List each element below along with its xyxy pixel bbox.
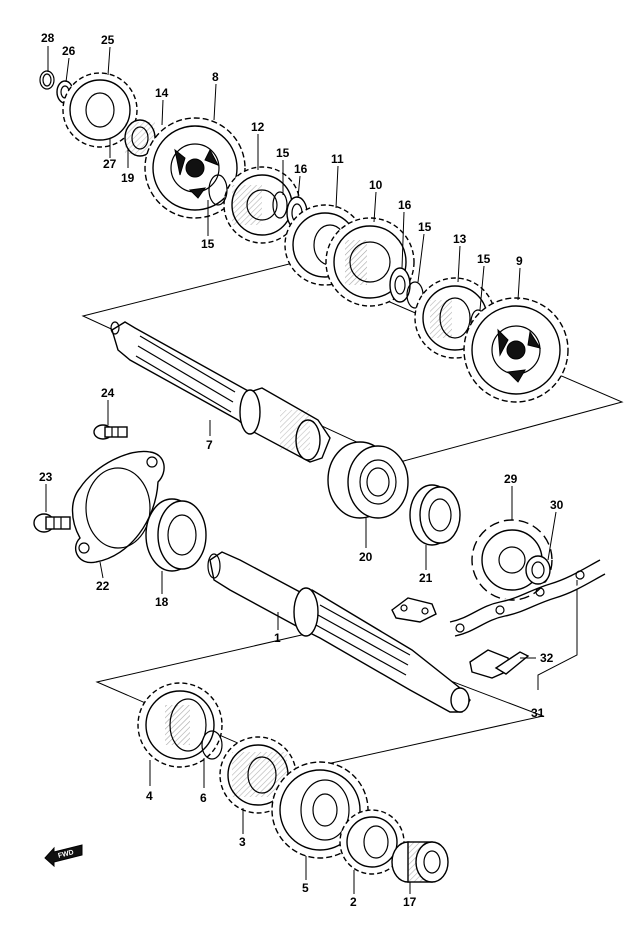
countershaft-part-7 [110,321,331,463]
label-part-12: 12 [251,120,265,134]
label-part-25: 25 [101,33,115,47]
label-part-13: 13 [453,232,467,246]
part-number-labels: 28 26 25 14 8 12 15 16 11 10 16 15 13 15… [39,31,564,909]
leader-lines [45,46,557,894]
label-part-16-a: 16 [294,162,308,176]
label-part-19: 19 [121,171,135,185]
oil-seal-part-21 [409,484,461,546]
fwd-label: FWD [57,849,74,860]
label-part-15-d: 15 [201,237,215,251]
circlip-part-15-a [208,174,228,206]
label-part-29: 29 [504,472,518,486]
label-part-18: 18 [155,595,169,609]
retainer-plate-part-22 [71,450,165,564]
label-part-11: 11 [331,152,344,166]
label-part-15-a: 15 [276,146,290,160]
label-part-22: 22 [96,579,110,593]
drawing: FWD [33,46,624,894]
sprocket-retainer-part-30 [525,555,551,585]
label-part-21: 21 [419,571,433,585]
circlip-part-15-b [272,191,288,219]
bearing-part-20 [327,441,409,519]
gear-part-10 [325,217,415,307]
label-part-3: 3 [239,835,246,849]
gear-part-9 [463,297,569,403]
label-part-20: 20 [359,550,373,564]
gear-part-2 [339,809,405,875]
label-part-27: 27 [103,157,117,171]
bearing-part-18 [145,498,207,572]
label-part-2: 2 [350,895,357,909]
label-part-28: 28 [41,31,55,45]
forward-direction-arrow-icon: FWD [44,844,83,868]
needle-bearing-part-17 [391,841,449,883]
label-part-15-c: 15 [477,252,491,266]
gear-part-25 [62,72,138,148]
label-part-4: 4 [146,789,153,803]
bolt-part-23 [33,513,71,533]
circlip-part-6 [201,730,223,760]
label-part-24: 24 [101,386,115,400]
label-part-10: 10 [369,178,383,192]
label-part-5: 5 [302,881,309,895]
gear-part-8 [144,117,246,219]
label-part-23: 23 [39,470,53,484]
label-part-15-b: 15 [418,220,432,234]
label-part-8: 8 [212,70,219,84]
label-part-31: 31 [531,706,545,720]
driveshaft-reference-box [95,630,545,771]
gear-part-4 [137,682,223,768]
driveshaft-part-1 [207,551,471,713]
label-part-30: 30 [550,498,564,512]
label-part-7: 7 [206,438,213,452]
label-part-17: 17 [403,895,417,909]
label-part-1: 1 [274,631,281,645]
bolt-part-24 [93,424,128,440]
label-part-26: 26 [62,44,76,58]
label-part-9: 9 [516,254,523,268]
chain-bracket-line [537,580,578,690]
label-part-6: 6 [200,791,207,805]
gear-part-12 [223,166,301,244]
label-part-16-b: 16 [398,198,412,212]
circlip-part-28 [39,70,55,90]
label-part-14: 14 [155,86,169,100]
label-part-32: 32 [540,651,554,665]
drive-chain [449,559,606,637]
